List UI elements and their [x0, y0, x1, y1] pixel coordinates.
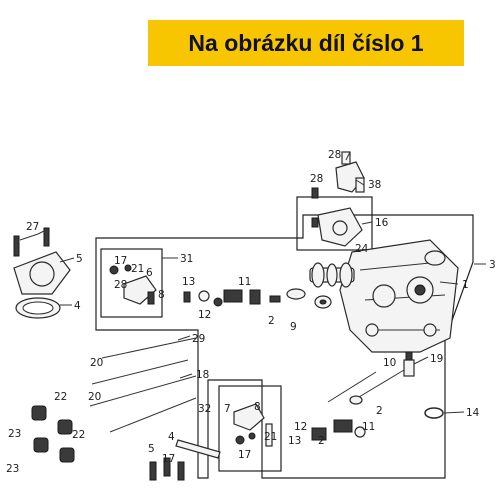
callout-23-bottom: 23: [6, 463, 19, 475]
rocker-arm-subassembly-frame: [100, 248, 163, 318]
intake-subassembly-frame: [296, 196, 373, 251]
callout-14: 14: [466, 407, 480, 419]
valve-spring-part[interactable]: [183, 289, 281, 307]
banner-text: Na obrázku díl číslo 1: [188, 29, 424, 56]
stud-bolt-short-part[interactable]: [89, 375, 197, 433]
valve-rocker-subassembly-frame: [218, 385, 282, 472]
callout-13-top: 13: [182, 276, 195, 288]
cover-bolt-part[interactable]: [13, 227, 50, 257]
oil-seal-part[interactable]: [286, 288, 306, 300]
callout-20-bottom: 20: [88, 391, 101, 403]
callout-5: 5: [76, 253, 83, 265]
callout-11-top: 11: [238, 276, 251, 288]
callout-8-top: 8: [158, 289, 165, 301]
cap-nut-part[interactable]: [31, 405, 75, 463]
lower-bolt-part[interactable]: [149, 457, 185, 481]
callout-5-bottom: 5: [148, 443, 155, 455]
callout-23-top: 23: [8, 428, 21, 440]
callout-7: 7: [224, 403, 231, 415]
callout-22-bottom: 22: [72, 429, 85, 441]
callout-21-bottom: 21: [264, 431, 277, 443]
intake-bolt-part[interactable]: [311, 187, 319, 228]
stud-bolt-long-part[interactable]: [91, 337, 197, 385]
callout-13-bottom: 13: [288, 435, 301, 447]
callout-28-top: 28: [328, 149, 341, 161]
callout-17-frame: 17: [238, 449, 251, 461]
cover-gasket-part[interactable]: [15, 297, 61, 319]
leader-lines: [19, 151, 486, 414]
callout-20-top: 20: [90, 357, 103, 369]
part-number-banner: Na obrázku díl číslo 1: [148, 20, 464, 66]
callout-2-top: 2: [268, 315, 275, 327]
callout-1: 1: [462, 279, 469, 291]
callout-38: 38: [368, 179, 381, 191]
callout-27: 27: [26, 221, 39, 233]
callout-4-bottom: 4: [168, 431, 175, 443]
throttle-injector-part[interactable]: [335, 151, 365, 193]
callout-24: 24: [355, 243, 369, 255]
callout-12-top: 12: [198, 309, 211, 321]
chain-guide-part[interactable]: [175, 439, 221, 459]
camshaft-part[interactable]: [309, 262, 355, 288]
callout-28-mid: 28: [310, 173, 323, 185]
callout-10: 10: [383, 357, 396, 369]
o-ring-part[interactable]: [424, 407, 444, 419]
callout-29: 29: [192, 333, 205, 345]
callout-11-bottom: 11: [362, 421, 375, 433]
callout-12-bottom: 12: [294, 421, 307, 433]
camshaft-bearing-part[interactable]: [314, 295, 332, 309]
valve-rocker-part[interactable]: [233, 403, 273, 447]
callout-6: 6: [146, 267, 153, 279]
callout-22-top: 22: [54, 391, 67, 403]
callout-16: 16: [375, 217, 389, 229]
valve-spring-lower-part[interactable]: [311, 419, 366, 441]
rocker-arm-part[interactable]: [109, 264, 157, 305]
callout-labels: 1 3 4 5 27 31 17 21 6 28 8 13 12 11 2 9 …: [6, 149, 496, 475]
cylinder-head-part[interactable]: [339, 239, 459, 353]
callout-28-left: 28: [114, 279, 127, 291]
callout-2-bottom: 2: [376, 405, 383, 417]
callout-19: 19: [430, 353, 443, 365]
spark-plug-part[interactable]: [403, 351, 415, 377]
intake-manifold-part[interactable]: [317, 207, 363, 247]
callout-9: 9: [290, 321, 297, 333]
callout-18: 18: [196, 369, 209, 381]
valve-cover-part[interactable]: [13, 251, 71, 295]
callout-4: 4: [74, 300, 81, 312]
callout-21-top: 21: [131, 263, 144, 275]
callout-3: 3: [489, 259, 496, 271]
callout-8-bottom: 8: [254, 401, 261, 413]
cylinder-head-assembly-frame: [95, 214, 474, 479]
callout-17-top: 17: [114, 255, 127, 267]
callout-17-bottom: 17: [162, 453, 175, 465]
callout-2-lower: 2: [318, 435, 325, 447]
callout-31: 31: [180, 253, 193, 265]
callout-32: 32: [198, 403, 211, 415]
valve-part[interactable]: [327, 369, 405, 405]
